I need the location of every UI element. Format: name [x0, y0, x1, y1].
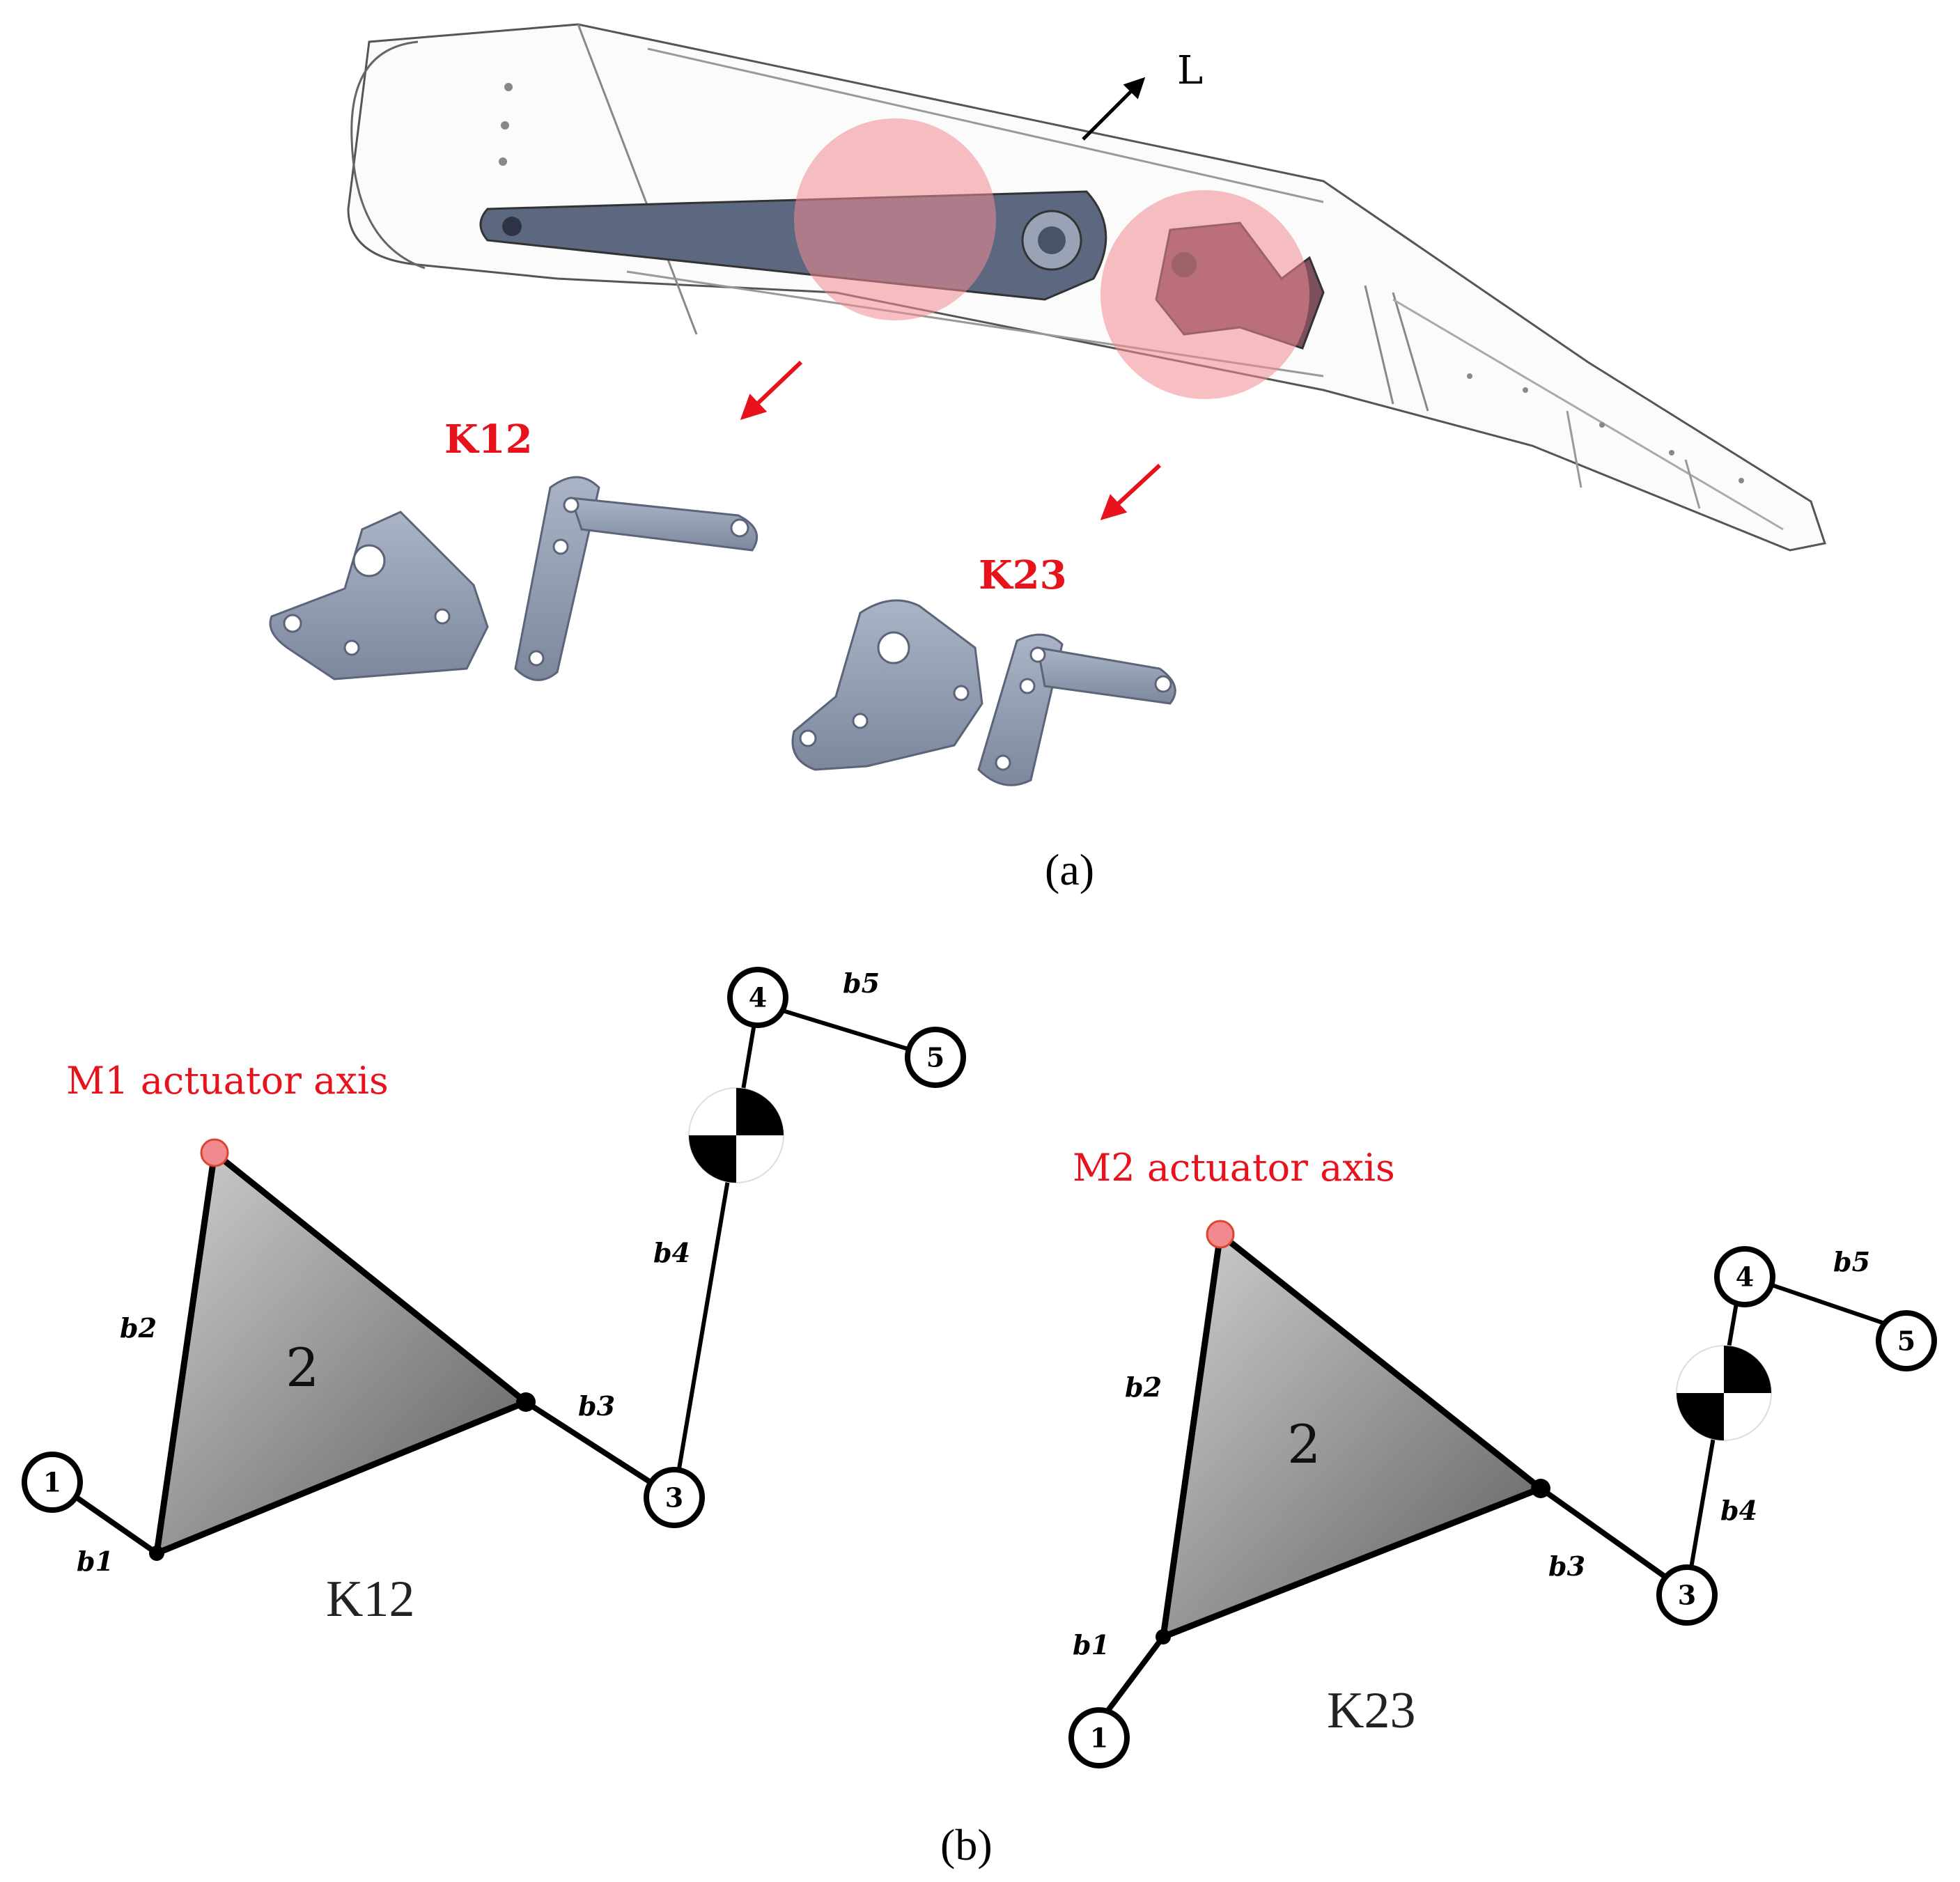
direction-label: L	[1177, 48, 1203, 93]
svg-text:5: 5	[926, 1042, 944, 1073]
body-2-k23	[1160, 1231, 1544, 1640]
pivot-dot	[149, 1546, 164, 1561]
joint-5-k12: 5	[905, 1027, 966, 1088]
bond-label-b2: b2	[120, 1312, 157, 1344]
mechanism-label-k23: K23	[1327, 1682, 1415, 1739]
svg-text:5: 5	[1897, 1325, 1915, 1357]
joint-3-k12: 3	[644, 1467, 705, 1528]
link-b3-k23	[1539, 1486, 1689, 1595]
link-b1-k23	[1098, 1635, 1166, 1722]
panel-b-k23: M2 actuator axis 2 1 3 4 5	[1068, 1146, 1937, 1768]
pivot-dot	[1531, 1479, 1550, 1498]
svg-text:3: 3	[1678, 1580, 1696, 1611]
mechanism-label-k12: K12	[326, 1571, 414, 1628]
pivot-dot	[516, 1392, 536, 1412]
svg-text:3: 3	[665, 1482, 683, 1514]
joint-1-k12: 1	[22, 1452, 83, 1513]
actuator-point-m1	[200, 1138, 229, 1167]
joint-1-k23: 1	[1068, 1707, 1130, 1768]
link-b5-k12	[757, 1001, 929, 1057]
caption-a: (a)	[1045, 845, 1094, 894]
body-number-k23: 2	[1287, 1413, 1321, 1475]
svg-text:1: 1	[1090, 1722, 1108, 1754]
bond-label-b4: b4	[653, 1237, 690, 1268]
link-b4-k12	[672, 1002, 760, 1498]
joint-4-k23: 4	[1714, 1246, 1775, 1307]
callout-arrow-k23	[1100, 463, 1162, 520]
caption-b: (b)	[940, 1820, 993, 1869]
bond-label-b1: b1	[77, 1546, 114, 1577]
actuator-point-m2	[1206, 1220, 1235, 1249]
bond-label-b4: b4	[1720, 1495, 1757, 1526]
part-k12	[269, 476, 759, 681]
bond-label-b5: b5	[843, 967, 880, 999]
actuator-label-m2: M2 actuator axis	[1073, 1146, 1395, 1190]
link-b1-k12	[75, 1495, 159, 1556]
finger-assembly-drawing	[347, 23, 1826, 552]
callout-label-k23: K23	[979, 552, 1067, 598]
bond-label-b3: b3	[1548, 1550, 1585, 1582]
callout-label-k12: K12	[444, 417, 533, 462]
joint-4-k12: 4	[727, 967, 788, 1028]
body-2-k12	[153, 1149, 529, 1557]
body-number-k12: 2	[286, 1337, 319, 1399]
bond-label-b3: b3	[578, 1390, 615, 1422]
direction-arrow	[1082, 77, 1146, 141]
svg-text:4: 4	[749, 982, 767, 1013]
part-k23	[791, 599, 1176, 786]
joint-5-k23: 5	[1876, 1310, 1937, 1371]
highlight-circle-k23	[1100, 190, 1309, 399]
panel-a: L K12 K23	[269, 23, 1826, 894]
panel-b-k12: M1 actuator axis 2 1 3 4 5	[22, 967, 966, 1628]
svg-text:4: 4	[1736, 1261, 1754, 1293]
center-of-mass-icon	[1676, 1345, 1772, 1441]
callout-arrow-k12	[740, 360, 803, 420]
bond-label-b2: b2	[1125, 1371, 1162, 1403]
joint-3-k23: 3	[1656, 1564, 1718, 1626]
actuator-label-m1: M1 actuator axis	[66, 1059, 389, 1103]
pivot-dot	[1156, 1629, 1171, 1644]
bond-label-b1: b1	[1073, 1629, 1110, 1661]
bond-label-b5: b5	[1833, 1246, 1870, 1277]
highlight-circle-k12	[794, 118, 996, 320]
svg-text:1: 1	[43, 1467, 61, 1498]
center-of-mass-icon	[688, 1087, 784, 1183]
